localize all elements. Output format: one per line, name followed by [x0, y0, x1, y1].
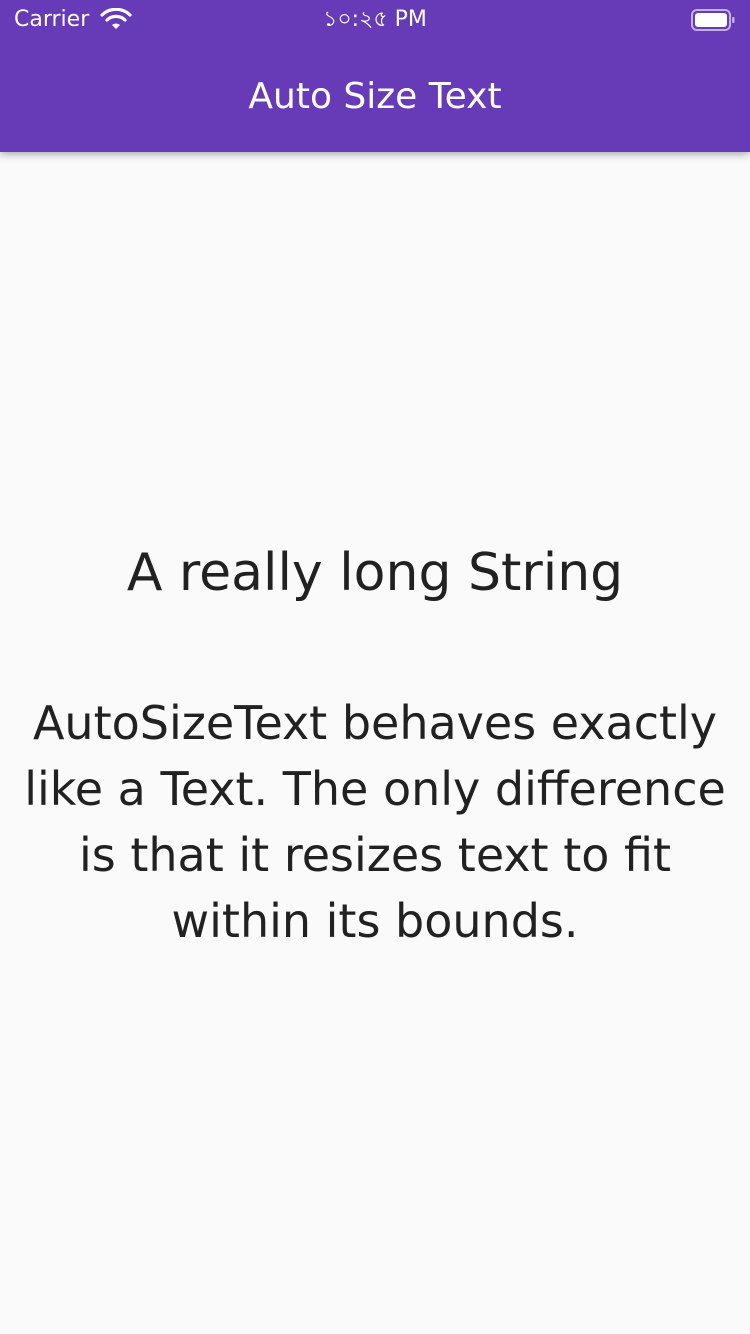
carrier-label: Carrier — [14, 7, 90, 32]
status-time: ১০:২৫ PM — [323, 7, 427, 32]
battery-icon — [691, 8, 735, 32]
status-bar: Carrier ১০:২৫ PM — [0, 0, 750, 40]
app-bar: Carrier ১০:২৫ PM Auto Size Text — [0, 0, 750, 152]
wifi-icon — [100, 7, 132, 32]
headline-text: A really long String — [126, 543, 624, 603]
main-content: A really long String AutoSizeText behave… — [0, 152, 750, 1334]
description-text: AutoSizeText behaves exactly like a Text… — [24, 696, 726, 948]
page-title: Auto Size Text — [248, 76, 502, 117]
